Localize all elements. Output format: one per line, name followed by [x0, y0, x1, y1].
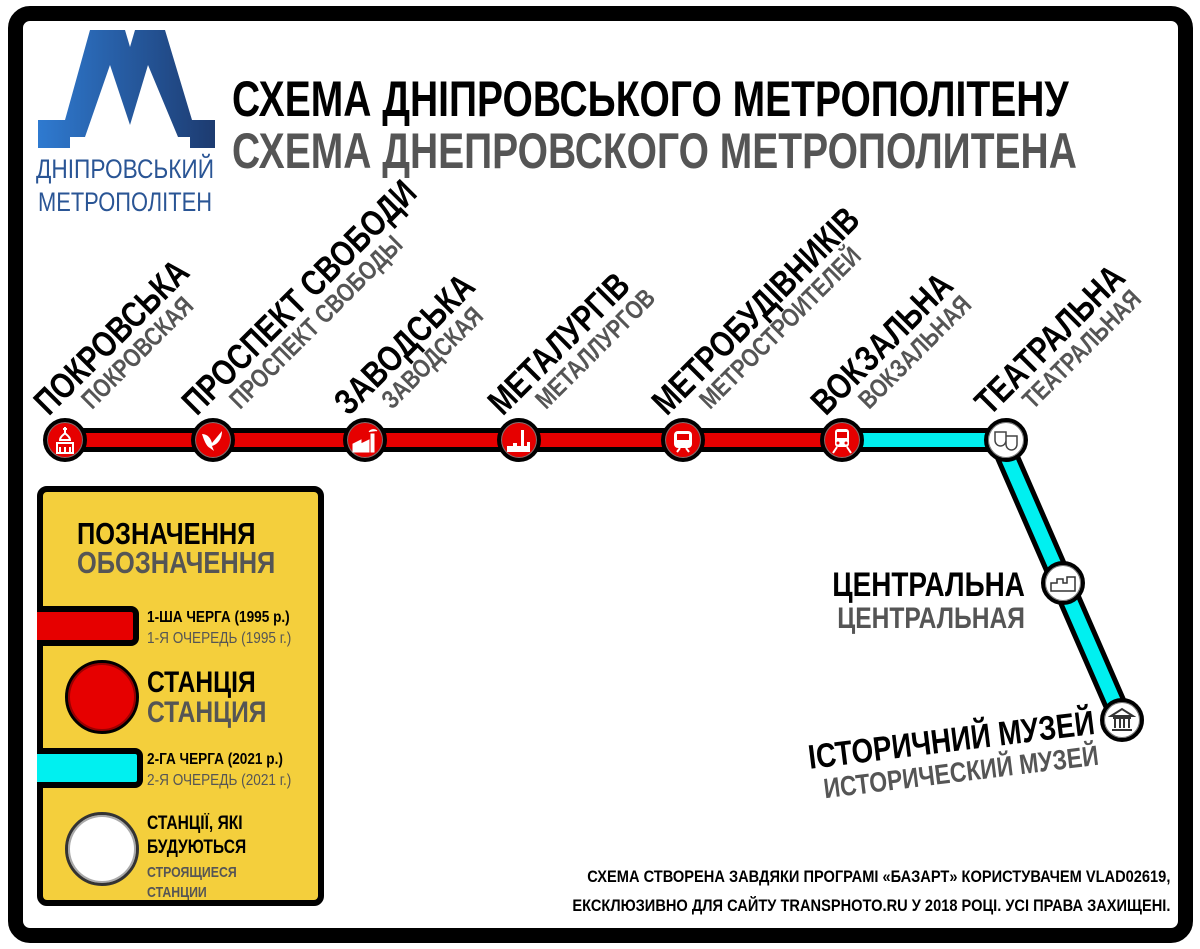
station-prospekt-svobody[interactable] [191, 418, 235, 462]
logo-text-line1: ДНІПРОВСЬКИЙ [36, 153, 214, 184]
steel-plant-icon [507, 430, 530, 452]
legend-building-station-symbol [65, 812, 139, 886]
legend-stage2-uk: 2-ГА ЧЕРГА (2021 р.) [147, 751, 283, 768]
station-teatralna[interactable] [984, 418, 1028, 462]
legend-stage2-ru: 2-Я ОЧЕРЕДЬ (2021 г.) [147, 772, 292, 789]
legend-stage2-swatch [37, 748, 143, 788]
legend-station-ru: СТАНЦИЯ [147, 696, 267, 729]
factory-icon [352, 429, 378, 453]
footer-line1: СХЕМА СТВОРЕНА ЗАВДЯКИ ПРОГРАМІ «БАЗАРТ»… [586, 867, 1170, 886]
logo-text-line2: МЕТРОПОЛІТЕН [38, 187, 212, 217]
station-vokzalna[interactable] [820, 418, 864, 462]
station-zavodska[interactable] [343, 418, 387, 462]
legend-stage1-swatch [37, 606, 139, 646]
church-icon [56, 427, 74, 454]
legend-building-ru-1: СТРОЯЩИЕСЯ [147, 864, 237, 881]
copyright-footer: СХЕМА СТВОРЕНА ЗАВДЯКИ ПРОГРАМІ «БАЗАРТ»… [475, 862, 1170, 920]
legend-stage1-uk: 1-ША ЧЕРГА (1995 р.) [147, 609, 290, 626]
city-buildings-icon [1050, 576, 1076, 592]
legend-building-uk-2: БУДУЮТЬСЯ [147, 837, 247, 858]
station-istorychnyi-muzei[interactable] [1100, 698, 1144, 742]
station-metrobudivnykiv[interactable] [661, 418, 705, 462]
train-icon [832, 429, 852, 454]
title-ukrainian: СХЕМА ДНІПРОВСЬКОГО МЕТРОПОЛІТЕНУ [232, 71, 1069, 127]
legend-title-uk: ПОЗНАЧЕННЯ [77, 516, 256, 551]
legend-station-symbol [65, 660, 139, 734]
station-pokrovska[interactable] [43, 418, 87, 462]
theatre-masks-icon [994, 431, 1018, 451]
footer-line2: ЕКСКЛЮЗИВНО ДЛЯ САЙТУ TRANSPHOTO.RU У 20… [571, 896, 1170, 915]
metro-train-icon [674, 431, 692, 453]
title-russian: СХЕМА ДНЕПРОВСКОГО МЕТРОПОЛИТЕНА [232, 123, 1077, 179]
station-metalurhiv[interactable] [497, 418, 541, 462]
station-tsentralna[interactable] [1041, 561, 1085, 605]
legend-panel: ПОЗНАЧЕННЯ ОБОЗНАЧЕННЯ 1-ША ЧЕРГА (1995 … [37, 486, 324, 906]
legend-title-ru: ОБОЗНАЧЕННЯ [77, 545, 276, 580]
dove-icon [202, 431, 222, 451]
legend-station-uk: СТАНЦІЯ [147, 666, 256, 699]
logo: ДНІПРОВСЬКИЙ МЕТРОПОЛІТЕН [36, 30, 215, 217]
legend-building-uk-1: СТАНЦІЇ, ЯКІ [147, 813, 243, 834]
legend-building-ru-2: СТАНЦИИ [147, 884, 207, 901]
museum-icon [1108, 707, 1136, 731]
legend-stage1-ru: 1-Я ОЧЕРЕДЬ (1995 г.) [147, 630, 292, 647]
logo-mark [38, 30, 215, 148]
